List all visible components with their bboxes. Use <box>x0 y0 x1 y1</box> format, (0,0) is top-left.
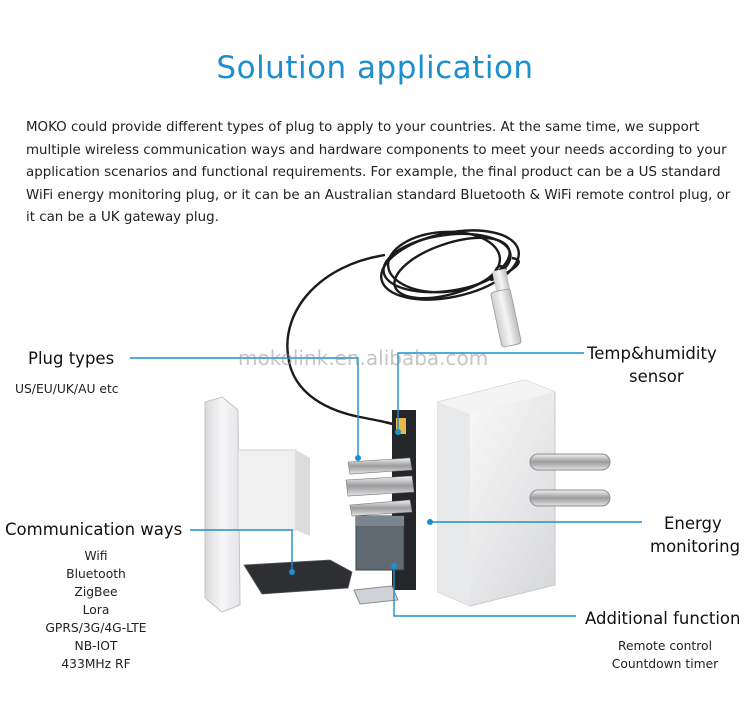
list-item: ZigBee <box>74 585 118 599</box>
list-item: 433MHz RF <box>61 657 131 671</box>
sensor-cable <box>286 229 520 428</box>
temp-humidity-label-line2: sensor <box>629 367 684 386</box>
temp-humidity-label-line1: Temp&humidity <box>587 344 717 363</box>
list-item: Countdown timer <box>611 657 719 671</box>
intro-paragraph: MOKO could provide different types of pl… <box>26 120 731 226</box>
callout-dots <box>289 429 433 575</box>
metal-contacts <box>345 457 415 517</box>
plug-types-detail: US/EU/UK/AU etc <box>15 382 119 396</box>
energy-monitoring-label-line2: monitoring <box>650 537 741 556</box>
list-item: Bluetooth <box>66 567 126 581</box>
additional-function-list: Remote control Countdown timer <box>600 637 730 673</box>
circuit-board <box>243 410 416 605</box>
list-item: NB-IOT <box>74 639 118 653</box>
sensor-connector <box>396 418 406 434</box>
left-housing <box>204 396 310 613</box>
page-title: Solution application <box>216 50 534 86</box>
communication-ways-list: Wifi Bluetooth ZigBee Lora GPRS/3G/4G-LT… <box>30 547 162 673</box>
plug-types-label: Plug types <box>28 349 115 368</box>
humidity-probe <box>490 268 522 348</box>
callout-lines <box>130 352 642 617</box>
list-item: Wifi <box>84 549 108 563</box>
additional-function-label: Additional function <box>585 609 741 628</box>
energy-monitoring-label-line1: Energy <box>664 514 722 533</box>
right-housing <box>437 379 611 607</box>
list-item: Lora <box>82 603 110 617</box>
list-item: Remote control <box>618 639 712 653</box>
list-item: GPRS/3G/4G-LTE <box>45 621 147 635</box>
communication-ways-label: Communication ways <box>5 520 183 539</box>
watermark-text: mokolink.en.alibaba.com <box>238 346 489 370</box>
